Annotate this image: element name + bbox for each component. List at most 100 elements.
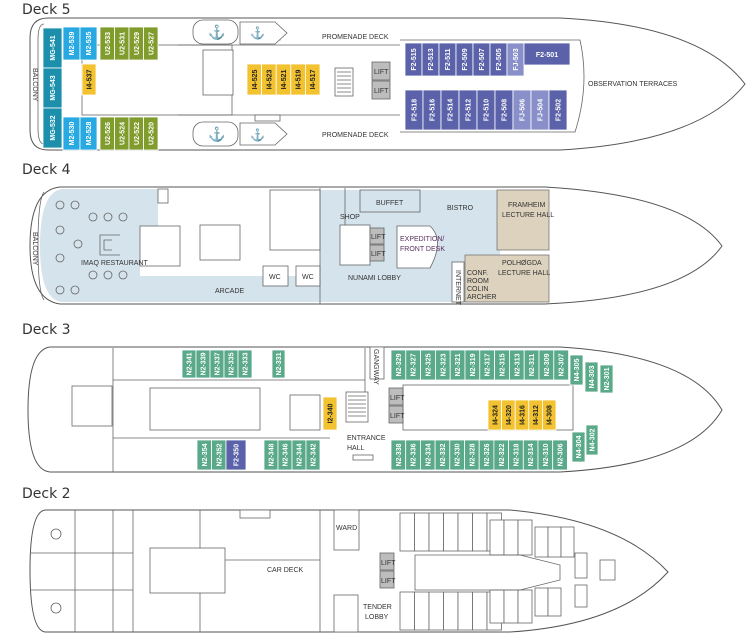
cabin-n4-304[interactable] bbox=[571, 431, 586, 463]
cabin-number: I4-316 bbox=[520, 405, 527, 425]
cabin-n2-306[interactable] bbox=[552, 439, 568, 471]
deck5-plan: ⚓ ⚓ ⚓ ⚓ LIFT LIFT PROMENADE DECK PROMENA… bbox=[29, 17, 746, 151]
cabin-number: N2-301 bbox=[604, 367, 611, 390]
cabin-f2-350[interactable] bbox=[225, 439, 247, 471]
cabin-n4-302[interactable] bbox=[585, 424, 599, 456]
crew-cabin bbox=[517, 519, 533, 556]
cabin-number: F2-515 bbox=[411, 48, 418, 70]
promenade-deck-label: PROMENADE DECK bbox=[322, 34, 389, 41]
cabin-number: N2-323 bbox=[440, 353, 447, 376]
cabin-f2-501[interactable] bbox=[523, 42, 571, 66]
cabin-u2-527[interactable] bbox=[143, 26, 159, 61]
cabin-n2-301[interactable] bbox=[599, 364, 614, 394]
lifeboat-icon: ⚓ bbox=[192, 19, 239, 45]
cabin-i2-340[interactable] bbox=[322, 396, 338, 431]
crew-cabin bbox=[457, 512, 473, 552]
cabin-number: U2-520 bbox=[148, 122, 155, 145]
cabin-number: F2-501 bbox=[536, 52, 558, 59]
cabin-f2-502[interactable] bbox=[548, 89, 568, 131]
cabin-n2-333[interactable] bbox=[237, 349, 253, 379]
cabin-number: I4-324 bbox=[492, 405, 499, 425]
crew-cabin bbox=[503, 589, 519, 624]
cabin-number: N2-329 bbox=[396, 353, 403, 376]
cabin-i4-537[interactable] bbox=[81, 63, 97, 96]
cabin-number: N4-302 bbox=[590, 428, 597, 451]
cabin-i4-517[interactable] bbox=[304, 63, 321, 96]
crew-cabin bbox=[414, 512, 430, 552]
cabin-number: U2-533 bbox=[105, 32, 112, 55]
arcade-label: ARCADE bbox=[215, 288, 245, 295]
cabin-number: I4-320 bbox=[506, 405, 513, 425]
svg-text:⚓: ⚓ bbox=[208, 126, 225, 143]
cabin-number: N2-314 bbox=[528, 443, 535, 466]
cabin-number: I2-340 bbox=[328, 403, 335, 423]
cabin-number: N4-303 bbox=[589, 365, 596, 388]
cabin-number: N2-339 bbox=[201, 352, 208, 375]
cabin-m2-528[interactable] bbox=[79, 116, 98, 151]
cabin-number: F2-502 bbox=[556, 99, 563, 121]
imaq-restaurant-label: IMAQ RESTAURANT bbox=[81, 260, 148, 267]
cabin-i4-308[interactable] bbox=[542, 399, 557, 431]
cabin-n2-331[interactable] bbox=[271, 349, 286, 379]
lift-label: LIFT bbox=[390, 395, 405, 402]
cabin-n4-305[interactable] bbox=[569, 354, 584, 386]
restaurant-tables bbox=[55, 200, 128, 295]
cabin-number: N2-313 bbox=[514, 353, 521, 376]
lift-label: LIFT bbox=[371, 251, 386, 258]
crew-cabin bbox=[517, 589, 533, 624]
deck2-plan: WARD CAR DECK LIFT LIFT TENDER LOBBY bbox=[29, 509, 669, 633]
cabin-number: U2-522 bbox=[134, 122, 141, 145]
cabin-number: N2-332 bbox=[440, 443, 447, 466]
cabin-number: MG-543 bbox=[50, 75, 57, 100]
cabin-number: N2-334 bbox=[425, 443, 432, 466]
cabin-n2-342[interactable] bbox=[305, 439, 321, 471]
cabin-number: FJ-506 bbox=[520, 99, 527, 121]
deck5-title: Deck 5 bbox=[22, 2, 71, 18]
cabin-number: N2-335 bbox=[229, 352, 236, 375]
lift-label: LIFT bbox=[381, 560, 396, 567]
crew-cabin bbox=[534, 526, 549, 558]
conf-room-label: CONF. bbox=[467, 270, 488, 277]
cabin-number: I4-308 bbox=[547, 405, 554, 425]
tender-lobby-label: TENDER bbox=[363, 604, 392, 611]
cabin-m2-535[interactable] bbox=[79, 26, 98, 61]
internet-label: INTERNET bbox=[454, 270, 461, 306]
lift-label: LIFT bbox=[374, 69, 389, 76]
cabin-number: F2-514 bbox=[448, 99, 455, 121]
cabin-number: N2-325 bbox=[426, 353, 433, 376]
cabin-number: M2-539 bbox=[69, 32, 76, 56]
cabin-number: I4-537 bbox=[87, 69, 94, 89]
gangway-label: GANGWAY bbox=[372, 349, 379, 385]
cabin-n2-307[interactable] bbox=[553, 349, 569, 381]
deck4-plan: BALCONY IMAQ RESTAURANT ARCADE WC WC SHO… bbox=[29, 186, 723, 306]
conf-room-label: COLIN bbox=[467, 286, 488, 293]
lift bbox=[371, 61, 391, 81]
cabin-number: FJ-503 bbox=[513, 48, 520, 70]
cabin-number: N2-338 bbox=[396, 443, 403, 466]
cabin-number: N2-306 bbox=[558, 443, 565, 466]
cabin-u2-520[interactable] bbox=[143, 116, 159, 151]
cabin-number: U2-527 bbox=[148, 32, 155, 55]
cabin-number: N2-311 bbox=[529, 354, 536, 377]
cabin-number: FJ-504 bbox=[538, 99, 545, 121]
cabin-number: F2-508 bbox=[502, 99, 509, 121]
deck3-title: Deck 3 bbox=[22, 322, 71, 338]
cabin-mg-532[interactable] bbox=[42, 107, 63, 149]
crew-cabin bbox=[534, 587, 549, 617]
crew-cabin bbox=[399, 591, 415, 631]
cabin-n4-303[interactable] bbox=[584, 361, 599, 393]
cabin-number: N2-346 bbox=[283, 443, 290, 466]
cabin-number: MG-541 bbox=[50, 35, 57, 60]
crew-cabin bbox=[399, 512, 415, 552]
crew-cabin bbox=[599, 559, 616, 581]
cabin-number: I4-523 bbox=[266, 69, 273, 89]
cabin-number: F2-505 bbox=[496, 48, 503, 70]
conf-room-label: ARCHER bbox=[467, 294, 497, 301]
svg-text:⚓: ⚓ bbox=[250, 128, 265, 142]
cabin-number: MG-532 bbox=[50, 115, 57, 140]
cabin-number: M2-528 bbox=[86, 122, 93, 146]
cabin-number: M2-530 bbox=[69, 122, 76, 146]
cabin-number: N2-342 bbox=[311, 443, 318, 466]
shop-label: SHOP bbox=[340, 214, 360, 221]
